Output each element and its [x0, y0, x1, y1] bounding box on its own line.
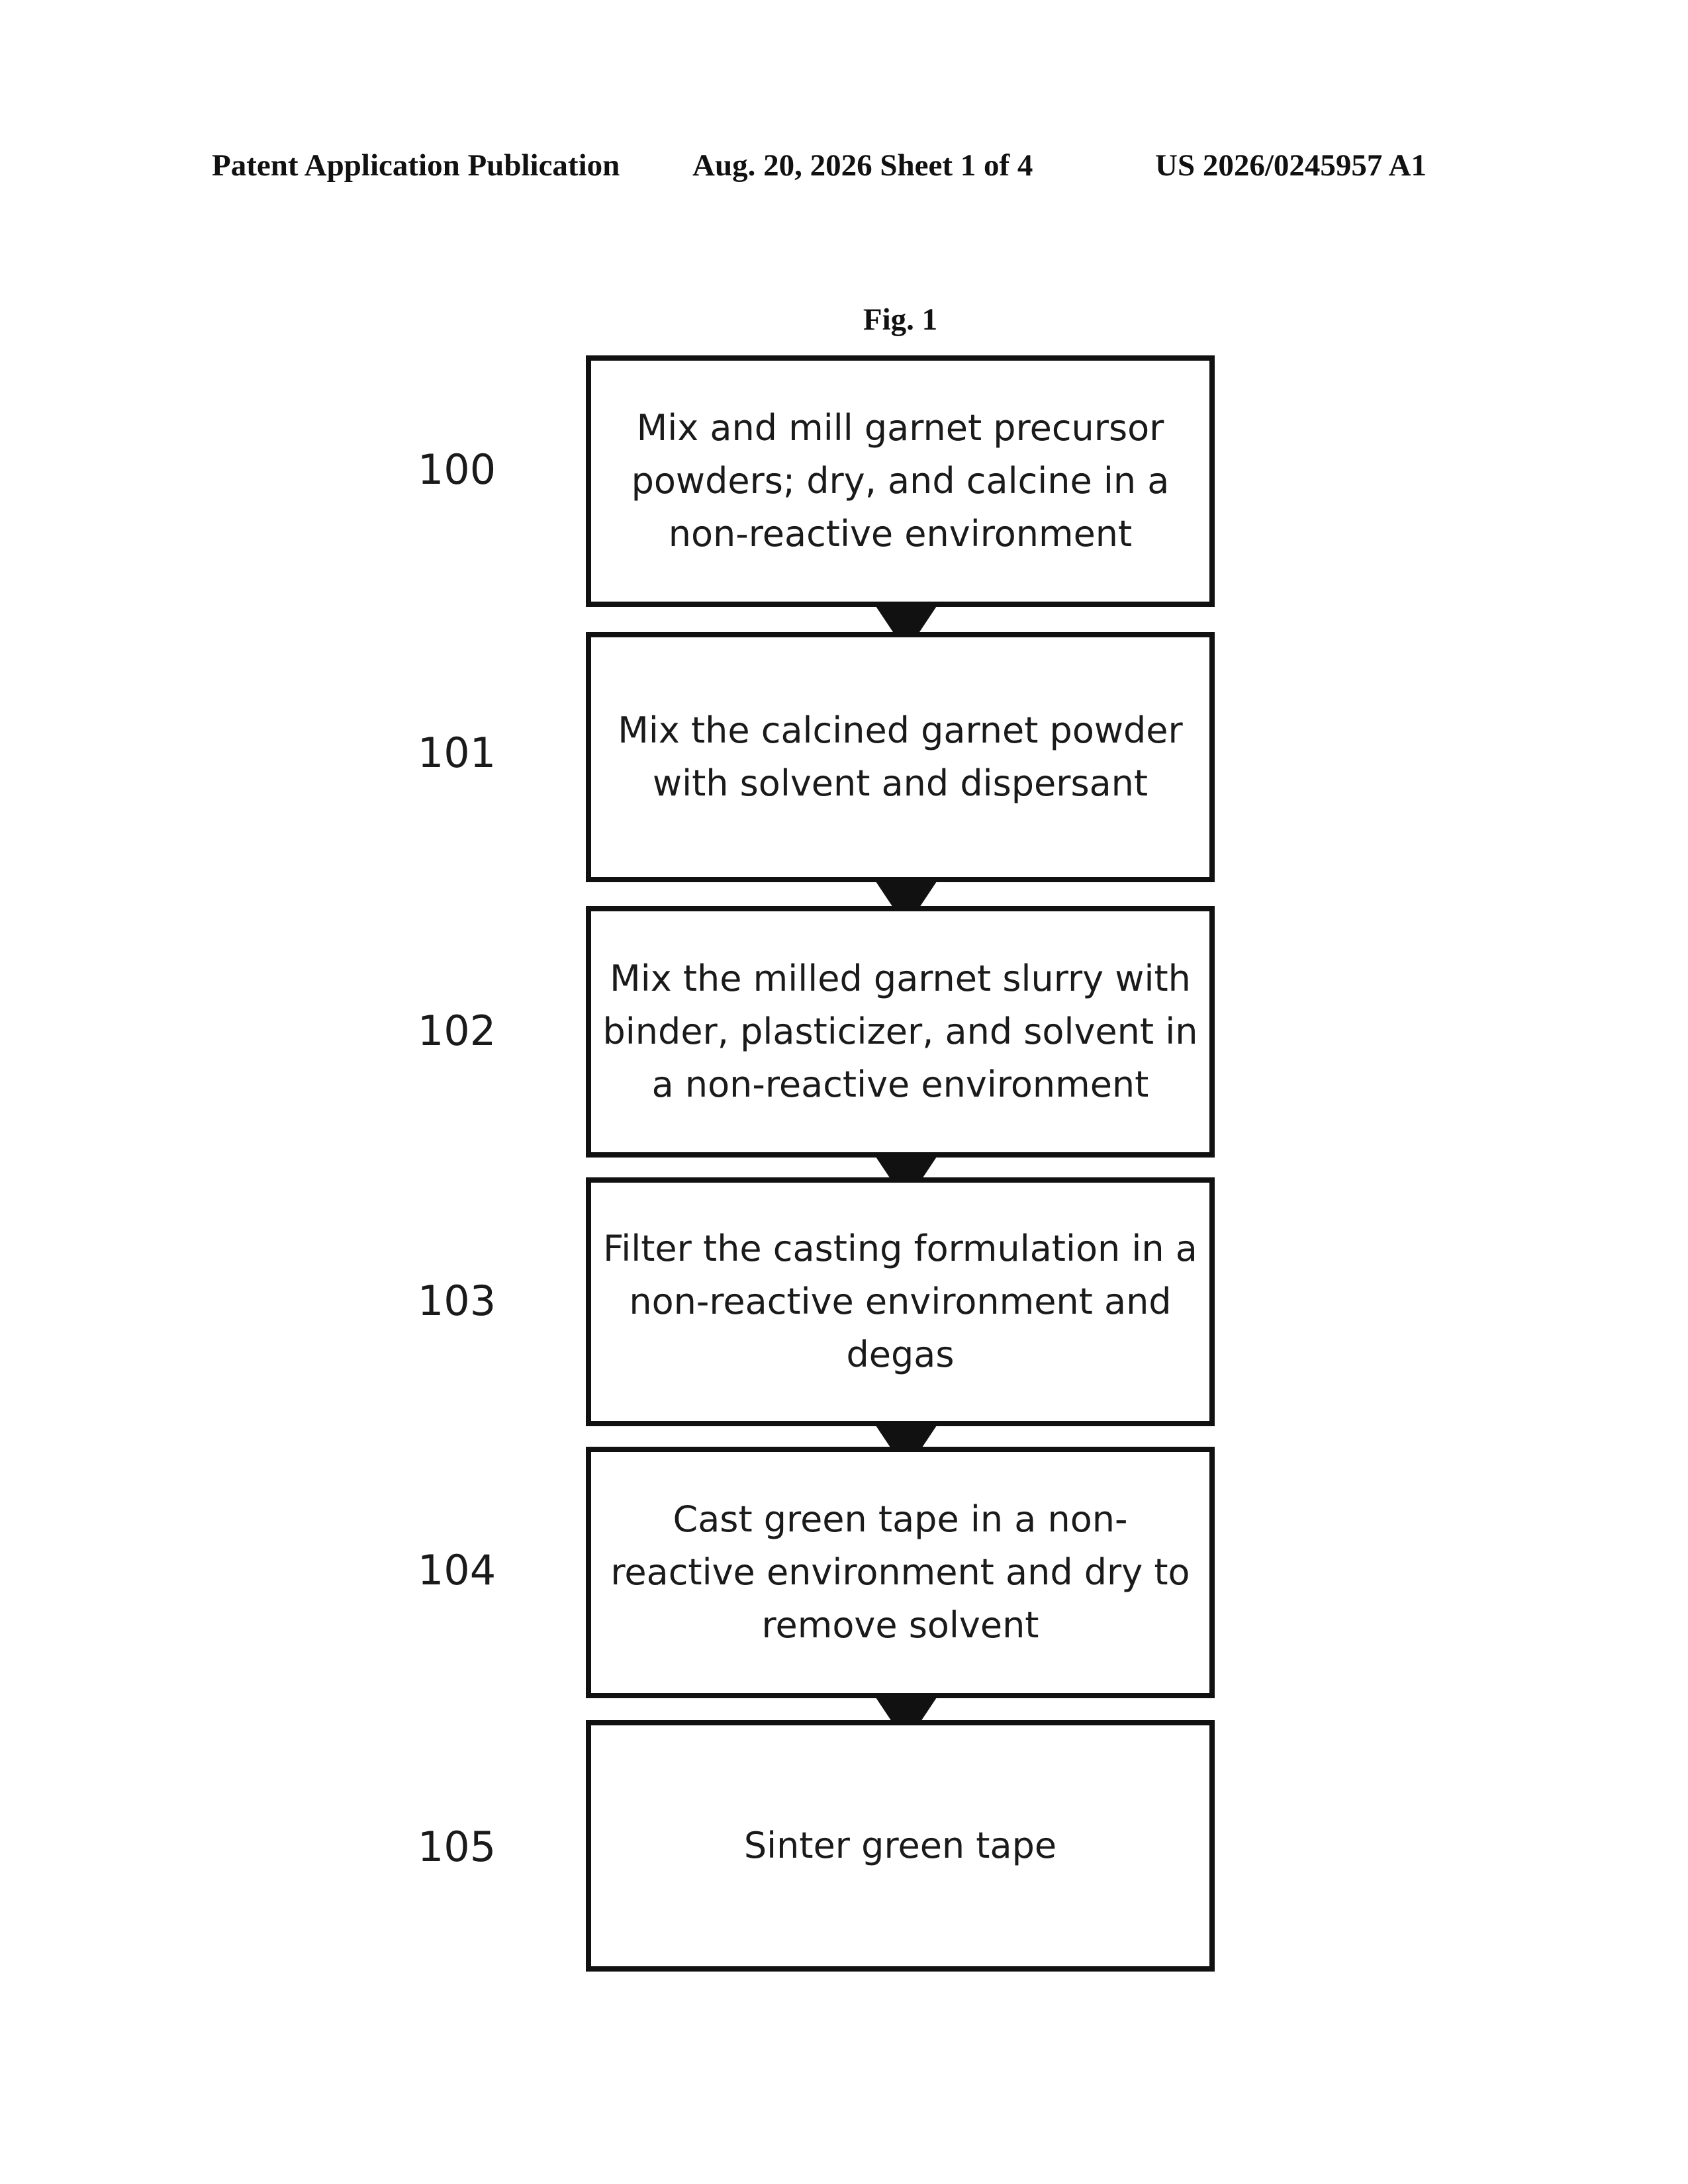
step-text-105: Sinter green tape [602, 1819, 1198, 1872]
step-text-100: Mix and mill garnet precursor powders; d… [602, 402, 1198, 561]
step-text-101: Mix the calcined garnet powder with solv… [602, 704, 1198, 810]
step-number-102: 102 [397, 1008, 516, 1054]
step-text-104: Cast green tape in a non-reactive enviro… [602, 1493, 1198, 1652]
step-box-103: Filter the casting formulation in a non-… [586, 1177, 1215, 1426]
step-text-102: Mix the milled garnet slurry with binder… [602, 952, 1198, 1111]
step-box-102: Mix the milled garnet slurry with binder… [586, 906, 1215, 1158]
figure-title: Fig. 1 [834, 301, 966, 338]
header-publication-type: Patent Application Publication [212, 147, 620, 184]
step-number-103: 103 [397, 1278, 516, 1324]
header-publication-number: US 2026/0245957 A1 [1155, 147, 1427, 184]
step-box-104: Cast green tape in a non-reactive enviro… [586, 1447, 1215, 1698]
step-number-100: 100 [397, 447, 516, 493]
step-box-101: Mix the calcined garnet powder with solv… [586, 632, 1215, 882]
step-number-105: 105 [397, 1824, 516, 1870]
step-box-100: Mix and mill garnet precursor powders; d… [586, 355, 1215, 607]
header-date-sheet: Aug. 20, 2026 Sheet 1 of 4 [692, 147, 1033, 184]
step-text-103: Filter the casting formulation in a non-… [602, 1222, 1198, 1381]
step-number-104: 104 [397, 1547, 516, 1594]
step-box-105: Sinter green tape [586, 1720, 1215, 1972]
step-number-101: 101 [397, 730, 516, 776]
